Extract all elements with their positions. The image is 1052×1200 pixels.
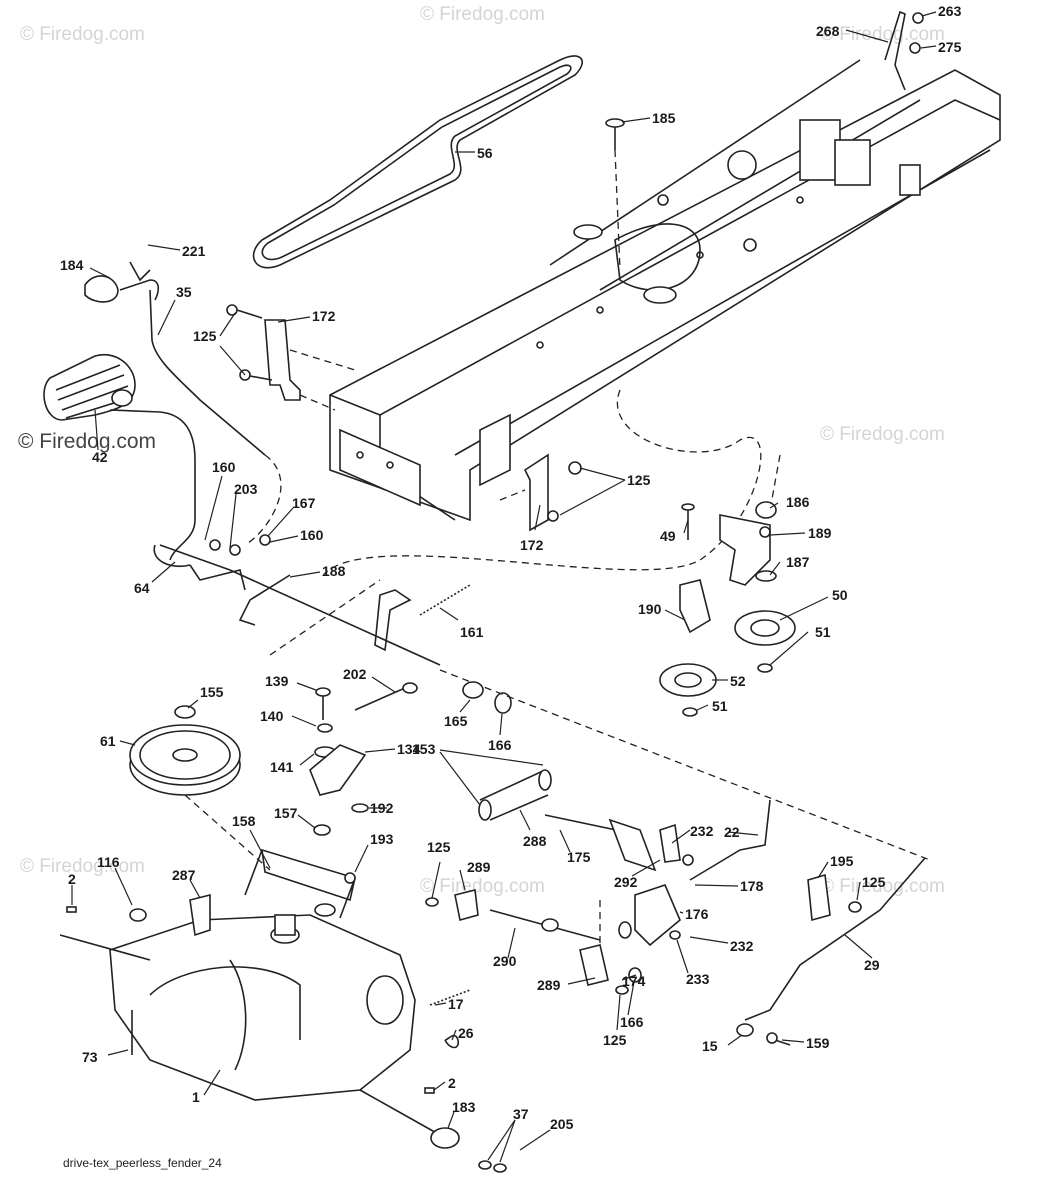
part-label: 2 [68,871,76,887]
part-label: 26 [458,1025,474,1041]
part-label: 17 [448,996,464,1012]
part-label: 125 [193,328,217,344]
bolt [605,118,625,150]
part-label: 289 [537,977,561,993]
part-label: 176 [685,906,709,922]
leader-lines [71,11,937,1163]
part-label: 275 [938,39,962,55]
watermark: © Firedog.com [420,876,545,897]
part-label: 125 [627,472,651,488]
diagram-caption: drive-tex_peerless_fender_24 [63,1156,222,1170]
part-label: 56 [477,145,493,161]
part-label: 157 [274,805,298,821]
part-label: 42 [92,449,108,465]
part-label: 178 [740,878,764,894]
watermark: © Firedog.com [20,24,145,45]
part-label: 165 [444,713,468,729]
pedal [43,353,136,421]
part-label: 289 [467,859,491,875]
part-label: 186 [786,494,810,510]
part-label: 139 [265,673,289,689]
part-label: 15 [702,1038,718,1054]
watermark: © Firedog.com [820,876,945,897]
watermark: © Firedog.com [820,24,945,45]
part-label: 159 [806,1035,830,1051]
part-label: 287 [172,867,196,883]
part-label: 1 [192,1089,200,1105]
part-label: 2 [448,1075,456,1091]
part-label: 116 [97,854,120,870]
part-labels: 263 268 275 185 56 221 184 35 172 125 42… [60,3,962,1132]
part-label: 183 [452,1099,476,1115]
watermark: © Firedog.com [18,430,156,453]
part-label: 203 [234,481,258,497]
part-label: 184 [60,257,84,273]
part-label: 64 [134,580,150,596]
part-label: 166 [620,1014,644,1030]
part-label: 158 [232,813,256,829]
part-label: 153 [412,741,436,757]
part-label: 193 [370,831,394,847]
part-label: 22 [724,824,740,840]
part-label: 166 [488,737,512,753]
part-label: 221 [182,243,206,259]
part-label: 268 [816,23,840,39]
part-label: 188 [322,563,346,579]
part-label: 263 [938,3,962,19]
part-label: 172 [312,308,336,324]
frame [329,59,1001,522]
part-label: 134 [397,741,421,757]
part-label: 189 [808,525,832,541]
part-label: 185 [652,110,676,126]
part-label: 172 [520,537,544,553]
brake-parts [309,681,512,836]
part-label: 49 [660,528,676,544]
part-label: 195 [830,853,854,869]
part-label: 51 [815,624,831,640]
watermark: © Firedog.com [420,4,545,25]
part-label: 37 [513,1106,529,1122]
part-label: 167 [292,495,316,511]
part-label: 205 [550,1116,574,1132]
transmission-pulley [129,705,241,796]
part-label: 232 [690,823,714,839]
part-label: 233 [686,971,710,987]
part-label: 61 [100,733,116,749]
watermark: © Firedog.com [820,424,945,445]
part-label: 35 [176,284,192,300]
part-label: 29 [864,957,880,973]
part-label: 292 [614,874,638,890]
part-label: 232 [730,938,754,954]
drive-belt [252,55,583,269]
part-label: 125 [427,839,451,855]
part-label: 141 [270,759,294,775]
part-label: 202 [343,666,367,682]
watermarks: © Firedog.com © Firedog.com © Firedog.co… [18,4,945,897]
watermark: © Firedog.com [20,856,145,877]
part-label: 52 [730,673,746,689]
part-label: 140 [260,708,284,724]
part-label: 51 [712,698,728,714]
part-label: 174 [622,973,646,989]
part-label: 73 [82,1049,98,1065]
part-label: 161 [460,624,484,640]
part-label: 190 [638,601,662,617]
part-label: 192 [370,800,394,816]
part-label: 160 [300,527,324,543]
transaxle [59,893,460,1149]
part-label: 50 [832,587,848,603]
part-label: 155 [200,684,224,700]
part-label: 125 [862,874,886,890]
idler-assembly [659,501,796,717]
part-label: 160 [212,459,236,475]
part-label: 175 [567,849,591,865]
part-label: 290 [493,953,517,969]
part-label: 125 [603,1032,627,1048]
part-label: 288 [523,833,547,849]
part-label: 187 [786,554,810,570]
